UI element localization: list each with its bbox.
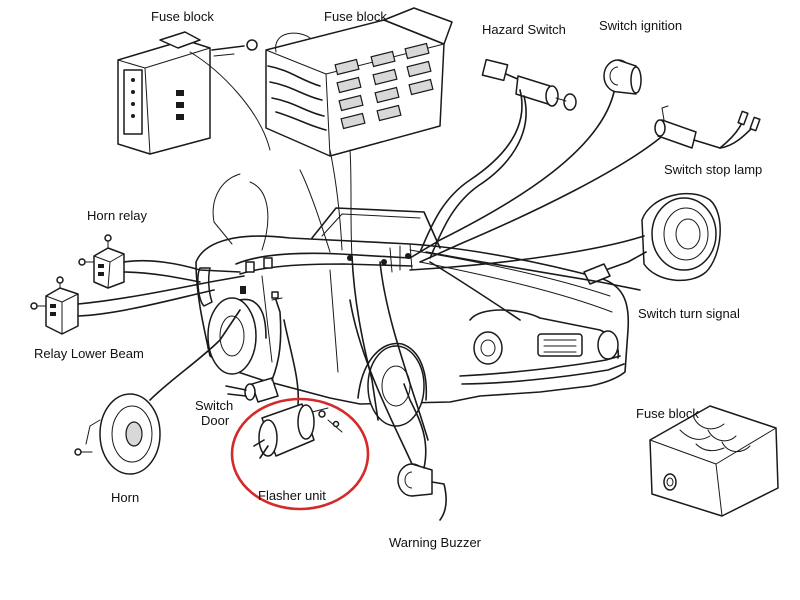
warning-buzzer-drawing — [349, 299, 447, 521]
label-switch-ignition: Switch ignition — [599, 18, 683, 33]
fuse-block-top-left-drawing — [117, 31, 271, 155]
label-fuse-block-top-center: Fuse block — [324, 9, 387, 24]
label-relay-lower-beam: Relay Lower Beam — [34, 346, 144, 361]
wiring-harness — [212, 169, 641, 441]
horn-drawing — [74, 309, 241, 475]
switch-stop-lamp-drawing — [419, 105, 761, 263]
horn-relay-drawing — [78, 234, 241, 289]
switch-door-drawing — [225, 299, 282, 403]
label-hazard-switch: Hazard Switch — [482, 22, 566, 37]
label-switch-stop-lamp: Switch stop lamp — [664, 162, 763, 177]
label-switch-door-line1: Switch — [195, 398, 234, 413]
fuse-block-right-drawing — [649, 405, 779, 517]
switch-ignition-drawing — [409, 59, 642, 259]
label-horn-relay: Horn relay — [87, 208, 147, 223]
fuse-block-top-center-drawing — [265, 7, 453, 259]
flasher-unit-drawing — [253, 319, 343, 459]
label-switch-turn-signal: Switch turn signal — [638, 306, 740, 321]
label-fuse-block-top-left: Fuse block — [151, 9, 214, 24]
hazard-switch-drawing — [419, 58, 577, 259]
relay-lower-beam-drawing — [30, 275, 245, 335]
label-switch-door-line2: Door — [201, 413, 230, 428]
flasher-unit-highlight — [230, 397, 370, 511]
label-warning-buzzer: Warning Buzzer — [389, 535, 481, 550]
car-body — [195, 207, 630, 427]
label-flasher-unit: Flasher unit — [258, 488, 326, 503]
label-horn: Horn — [111, 490, 140, 505]
label-fuse-block-right: Fuse block — [636, 406, 699, 421]
switch-turn-signal-drawing — [409, 192, 721, 285]
